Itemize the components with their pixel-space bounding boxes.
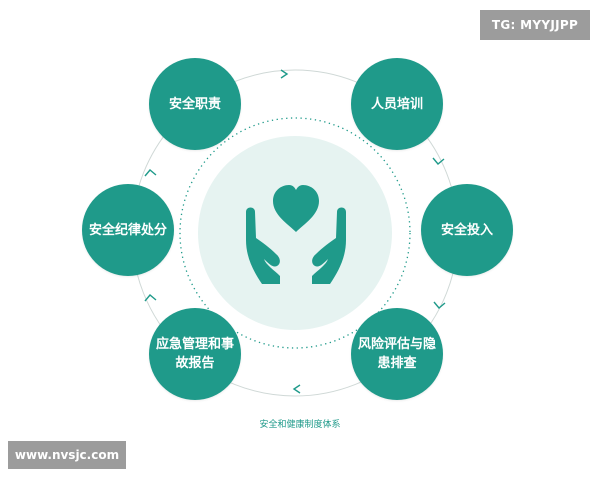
center-circle (198, 136, 392, 330)
node-label: 安全职责 (168, 96, 221, 112)
cycle-arrow-icon (292, 384, 301, 394)
node-personnel-training: 人员培训 (351, 58, 443, 150)
cycle-arrow-icon (280, 69, 289, 79)
cycle-arrow-icon (433, 301, 446, 309)
node-label: 应急管理和事故报告 (155, 337, 234, 371)
cycle-arrow-icon (144, 169, 157, 177)
diagram-caption: 安全和健康制度体系 (259, 420, 341, 430)
node-emergency-management: 应急管理和事故报告 (149, 308, 241, 400)
node-safety-investment: 安全投入 (421, 184, 513, 276)
dotted-inner-ring (179, 117, 411, 349)
watermark-bottom: www.nvsjc.com (8, 441, 126, 469)
node-safety-responsibility: 安全职责 (149, 58, 241, 150)
node-label: 人员培训 (370, 96, 423, 112)
hands-holding-heart-icon (246, 185, 346, 284)
node-safety-discipline: 安全纪律处分 (82, 184, 174, 276)
node-risk-assessment: 风险评估与隐患排查 (351, 308, 443, 400)
cycle-arrow-icon (144, 294, 157, 302)
node-label: 风险评估与隐患排查 (357, 337, 436, 371)
cycle-arrow-icon (432, 157, 445, 165)
watermark-top: TG: MYYJJPP (480, 10, 590, 40)
node-label: 安全投入 (440, 222, 493, 238)
node-label: 安全纪律处分 (88, 222, 167, 238)
